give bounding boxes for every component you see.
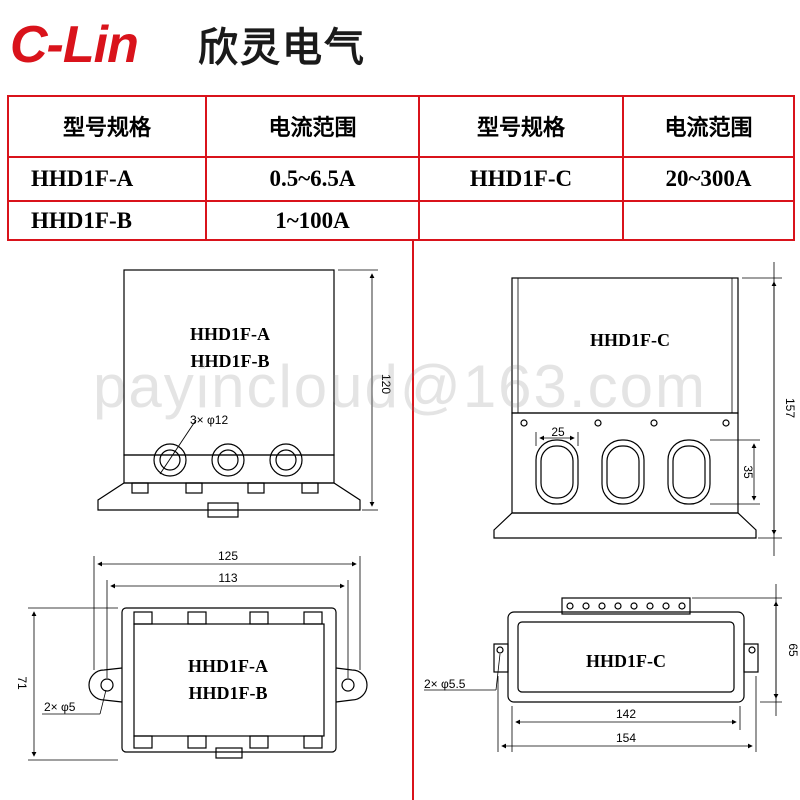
current-hole [211,443,245,477]
watermark: payincloud@163.com [93,353,707,420]
current-window [667,439,711,505]
cell-current: 0.5~6.5A [205,155,420,203]
ab-width-outer: 125 [218,549,238,563]
c-front-label: HHD1F-C [590,330,670,350]
brand-header: C-Lin 欣灵电气 [10,10,530,80]
ab-front-label-1: HHD1F-A [190,324,270,344]
c-mount-hole-note: 2× φ5.5 [424,677,466,691]
c-top-height-dim: 65 [786,643,800,657]
ab-front-label-2: HHD1F-B [191,351,270,371]
c-window-height: 35 [741,465,755,479]
c-front-view [493,262,782,556]
c-front-flange [493,512,757,539]
brand-logo: C-Lin [10,16,139,74]
ab-top-label-1: HHD1F-A [188,656,268,676]
current-hole [269,443,303,477]
mount-hole [748,646,756,654]
ab-top-body [121,607,337,753]
c-width-inner: 142 [616,707,636,721]
header-current-left: 电流范围 [205,95,420,158]
cell-current: 1~100A [205,200,420,241]
cell-model: HHD1F-C [418,155,624,203]
ab-width-inner: 113 [218,571,237,585]
cell-model: HHD1F-A [7,155,207,203]
c-terminal-block [561,597,691,615]
ab-front-flange [97,482,361,511]
cell-current: 20~300A [622,155,795,203]
ab-front-view [97,269,378,518]
c-top-window [517,621,735,693]
c-top-label: HHD1F-C [586,651,666,671]
mount-hole [100,678,114,692]
cell-model [418,200,624,241]
header-model-left: 型号规格 [7,95,207,158]
ab-mount-ear-left [88,667,123,703]
header-current-right: 电流范围 [622,95,795,158]
mount-hole [341,678,355,692]
c-mount-ear-right [743,643,759,673]
ab-top-view [28,556,368,761]
c-width-outer: 154 [616,731,636,745]
ab-front-clip [207,502,239,518]
ab-mount-ear-right [335,667,368,703]
cell-current [622,200,795,241]
c-mount-ear-left [493,643,509,673]
current-hole [153,443,187,477]
mount-hole [496,646,504,654]
table-row: HHD1F-B 1~100A [7,200,795,241]
header-model-right: 型号规格 [418,95,624,158]
c-window-width: 25 [551,425,565,439]
cell-model: HHD1F-B [7,200,207,241]
c-height-dim: 157 [783,398,797,418]
ab-hole-note: 3× φ12 [190,413,228,427]
ab-mount-hole-note: 2× φ5 [44,700,76,714]
c-top-view [424,584,782,752]
dimension-drawings: HHD1F-A HHD1F-B 3× φ12 120 125 113 HHD1F [15,262,800,761]
table-header-row: 型号规格 电流范围 型号规格 电流范围 [7,95,795,158]
hole-leader [159,419,197,475]
current-window [601,439,645,505]
spec-table: 型号规格 电流范围 型号规格 电流范围 HHD1F-A 0.5~6.5A HHD… [7,95,795,241]
ab-top-label-2: HHD1F-B [189,683,268,703]
table-row: HHD1F-A 0.5~6.5A HHD1F-C 20~300A [7,155,795,203]
center-divider [412,241,414,800]
ab-top-terminals [133,611,323,749]
ab-top-window [133,623,325,737]
brand-name: 欣灵电气 [198,25,366,71]
ab-height-dim-top: 71 [15,676,29,690]
current-window [535,439,579,505]
ab-height-dim: 120 [379,374,393,394]
ab-terminals [131,482,319,494]
